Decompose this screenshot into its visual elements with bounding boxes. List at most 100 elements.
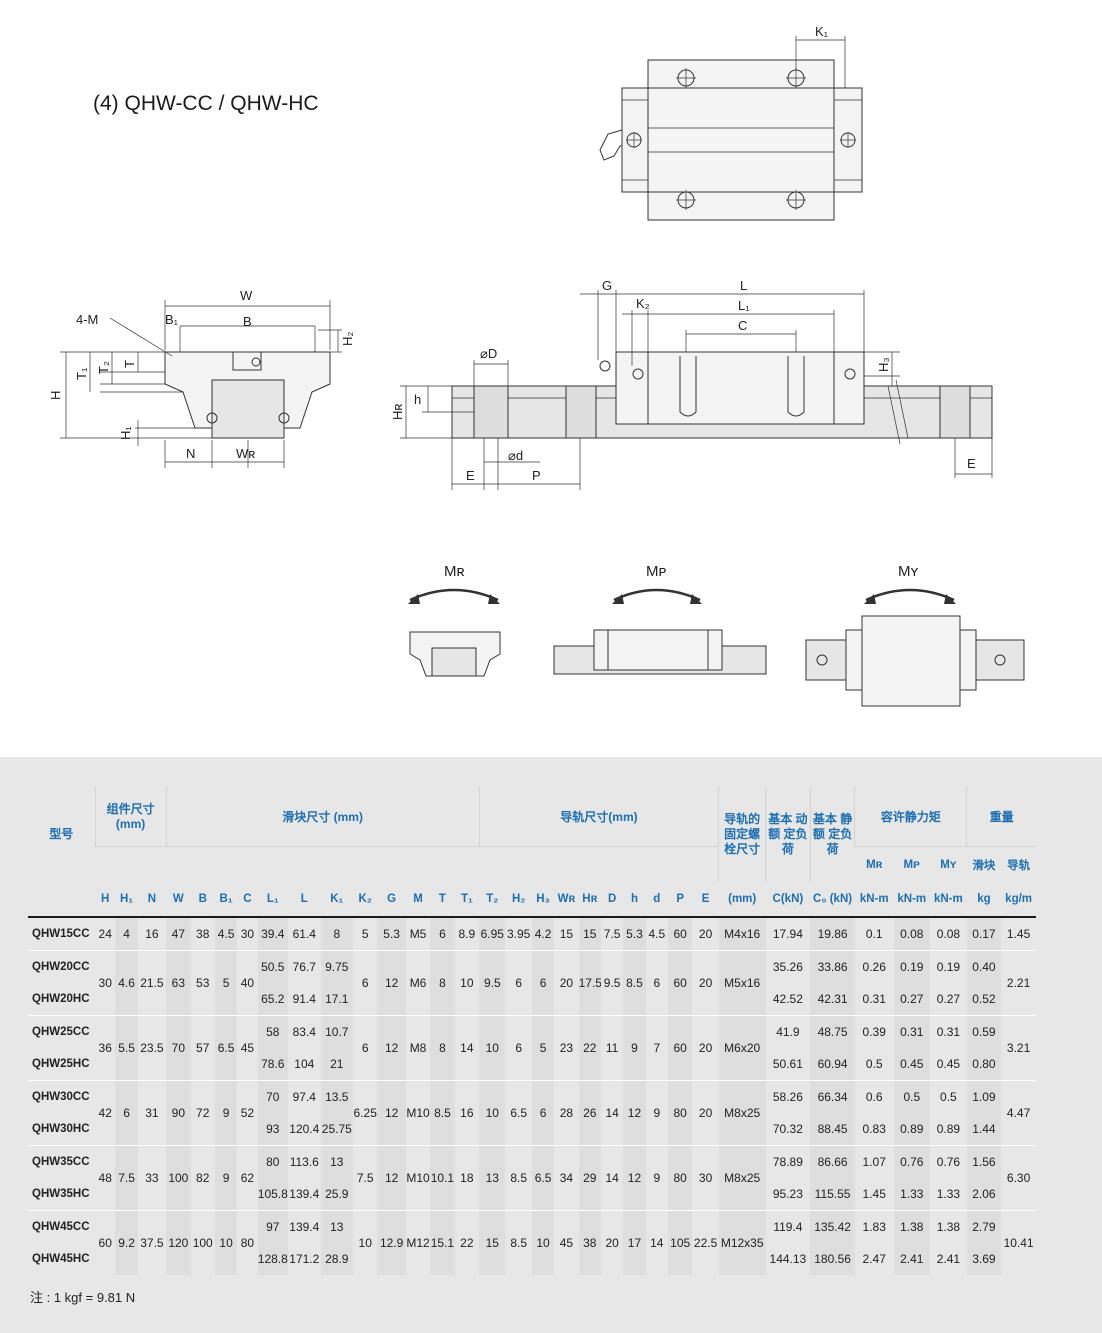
cell-d: 14 (600, 1080, 624, 1146)
cell-hr: 22 (578, 1015, 601, 1081)
header-k2: K₂ (353, 882, 378, 918)
header-mp: Mᴘ (903, 858, 921, 871)
cell-mp: 2.41 (893, 1243, 931, 1275)
cell-c: 52 (237, 1080, 258, 1146)
cell-h1: 4 (115, 917, 138, 951)
cell-model: QHW35HC (32, 1188, 90, 1200)
cell-k1: 28.9 (320, 1243, 354, 1275)
cell-n: 37.5 (137, 1210, 167, 1275)
cell-k2: 6 (353, 950, 378, 1016)
cell-block-w: 2.06 (966, 1178, 1002, 1211)
cell-c0: 33.86 (810, 950, 855, 983)
label-g: G (602, 278, 612, 293)
cell-h: 12 (623, 1145, 646, 1211)
cell-c-dyn: 70.32 (772, 1122, 803, 1136)
cell-c-dyn: 58.26 (765, 1080, 811, 1113)
cell-h3: 4.2 (531, 917, 555, 951)
cell-d: 14 (645, 1210, 668, 1275)
cell-t: 15.1 (430, 1210, 455, 1275)
cell-k1: 13.5 (320, 1080, 354, 1113)
cell-my: 0.31 (930, 1015, 967, 1048)
cell-e: 22.5 (692, 1210, 719, 1275)
cell-h3: 6 (531, 1080, 555, 1146)
cell-h: 60 (95, 1210, 116, 1275)
cell-e: 30 (692, 1145, 719, 1211)
cell-wr: 45 (554, 1210, 579, 1275)
header-my: Mʏ (940, 858, 957, 871)
header-h-small: h (623, 882, 646, 918)
cell-block-w: 0.59 (966, 1015, 1002, 1048)
cell-m: M12 (405, 1210, 431, 1275)
cell-l1: 93 (257, 1113, 289, 1146)
label-phi-d-big: ⌀D (480, 346, 497, 361)
cell-h: 8.5 (623, 950, 646, 1016)
cell-t1: 22 (454, 1210, 480, 1275)
cell-h1: 6 (115, 1080, 138, 1146)
cell-h2: 8.5 (505, 1145, 532, 1211)
cell-t: 8 (430, 950, 455, 1016)
cell-k1: 25.75 (320, 1113, 354, 1146)
cell-l: 83.4 (288, 1015, 321, 1048)
front-view-drawing: W B B₁ 4-M H₂ H T₁ T₂ T H₁ N Wʀ (48, 288, 355, 468)
label-n: N (186, 446, 195, 461)
cell-e: 20 (692, 1015, 719, 1081)
cell-l1: 78.6 (257, 1048, 289, 1081)
cell-l1: 128.8 (257, 1243, 289, 1275)
spec-table: 型号 组件尺寸 (mm) 滑块尺寸 (mm) 导轨尺寸(mm) 导轨的 固定螺 … (28, 787, 1036, 1275)
cell-b: 57 (190, 1015, 215, 1081)
unit-static: C₀ (kN) (810, 882, 855, 918)
cell-block-w: 1.09 (966, 1080, 1002, 1113)
header-h1: H₁ (115, 882, 138, 918)
label-p: P (532, 468, 541, 483)
cell-c-dyn: 42.52 (772, 992, 803, 1006)
cell-k1: 25.9 (320, 1178, 354, 1211)
cell-e: 20 (698, 927, 713, 941)
cell-my: 2.41 (936, 1252, 961, 1266)
cell-mr: 0.26 (854, 950, 894, 983)
cell-my: 0.5 (930, 1080, 967, 1113)
header-e: E (692, 882, 719, 918)
cell-mr: 1.45 (862, 1187, 886, 1201)
cell-b: 38 (196, 927, 210, 941)
cell-b1: 9 (214, 1145, 238, 1211)
cell-d: 9.5 (600, 950, 624, 1016)
cell-c0: 66.34 (810, 1080, 855, 1113)
cell-block-w: 0.17 (966, 917, 1002, 951)
label-hr: Hʀ (390, 404, 405, 420)
cell-block-w: 0.80 (966, 1048, 1002, 1081)
header-wr: Wʀ (554, 882, 579, 918)
cell-t1: 14 (454, 1015, 480, 1081)
header-rail: 导轨尺寸(mm) (478, 787, 719, 847)
cell-n: 21.5 (137, 950, 167, 1016)
cell-c: 62 (237, 1145, 258, 1211)
cell-k2: 6 (353, 1015, 378, 1081)
cell-model: QHW25HC (32, 1058, 90, 1070)
cell-t1: 8.9 (458, 927, 476, 941)
cell-l1: 65.2 (257, 983, 289, 1016)
cell-d: 7 (645, 1015, 668, 1081)
label-b1: B₁ (165, 312, 179, 327)
label-my: Mʏ (898, 563, 918, 580)
header-c: C (237, 882, 258, 918)
label-h2: H₂ (340, 332, 355, 346)
cell-my: 0.27 (936, 992, 961, 1006)
cell-t2: 15 (479, 1210, 506, 1275)
cell-hr: 26 (578, 1080, 601, 1146)
cell-c-dyn: 95.23 (772, 1187, 803, 1201)
cell-h: 17 (623, 1210, 646, 1275)
cell-n: 31 (137, 1080, 167, 1146)
cell-c: 45 (237, 1015, 258, 1081)
cell-t: 8 (430, 1015, 455, 1081)
cell-g: 12 (377, 950, 406, 1016)
header-t1: T₁ (454, 882, 480, 918)
cell-hr: 17.5 (578, 950, 601, 1016)
cell-t2: 6.95 (479, 917, 506, 951)
label-e-left: E (466, 468, 475, 483)
header-m: M (405, 882, 431, 918)
